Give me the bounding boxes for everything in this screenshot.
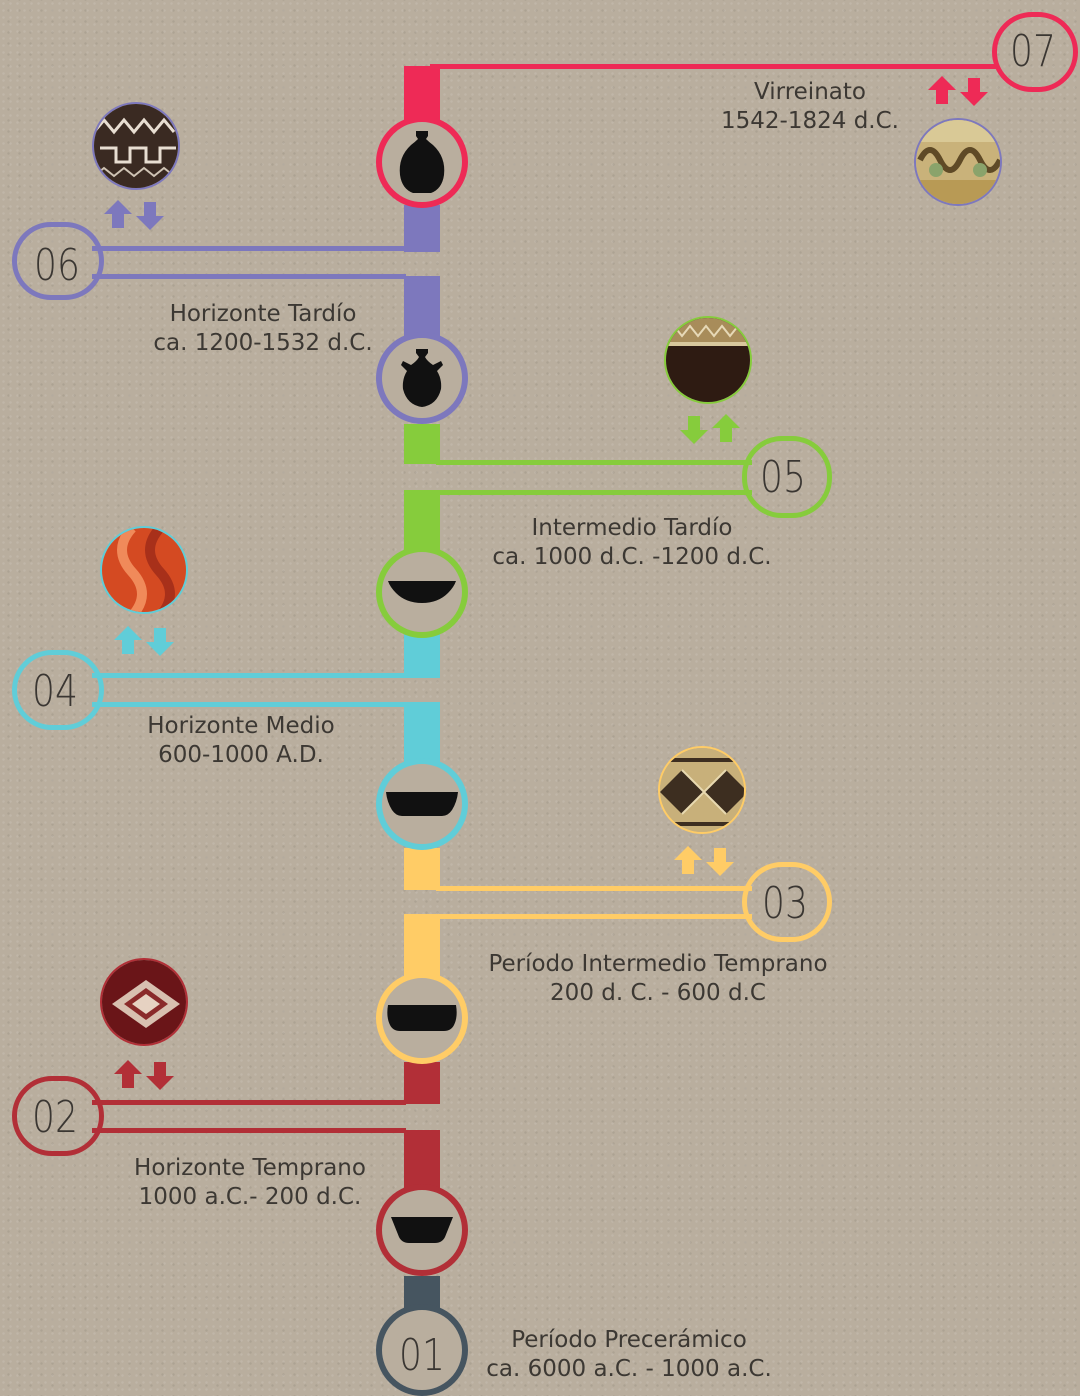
- branch-line-02a: [92, 1100, 406, 1105]
- period-label-05: Intermedio Tardío ca. 1000 d.C. -1200 d.…: [472, 514, 792, 572]
- bowl-icon: [388, 581, 456, 603]
- textile-thumbnail-03[interactable]: [658, 746, 746, 834]
- node-01[interactable]: 01: [376, 1304, 468, 1396]
- jar-icon: [399, 131, 445, 193]
- branch-line-04b: [92, 702, 406, 707]
- period-dates-01: ca. 6000 a.C. - 1000 a.C.: [486, 1356, 772, 1382]
- period-label-07: Virreinato 1542-1824 d.C.: [700, 78, 920, 136]
- period-name-03: Período Intermedio Temprano: [488, 951, 828, 977]
- textile-thumbnail-07[interactable]: [914, 118, 1002, 206]
- period-label-03: Período Intermedio Temprano 200 d. C. - …: [458, 950, 858, 1008]
- spine-segment-06-top: [404, 205, 440, 252]
- spine-segment-04: [404, 702, 440, 764]
- period-label-02: Horizonte Temprano 1000 a.C.- 200 d.C.: [106, 1154, 394, 1212]
- period-number-01: 01: [399, 1330, 445, 1381]
- period-name-05: Intermedio Tardío: [531, 515, 733, 541]
- branch-pill-05: [742, 436, 832, 518]
- spine-segment-06: [404, 276, 440, 342]
- period-name-01: Período Precerámico: [511, 1327, 747, 1353]
- period-number-07: 07: [1010, 26, 1056, 77]
- spine-segment-02-top: [404, 1062, 440, 1104]
- textile-thumbnail-04[interactable]: [100, 526, 188, 614]
- branch-line-02b: [92, 1128, 406, 1133]
- branch-line-03a: [436, 886, 752, 891]
- period-name-07: Virreinato: [754, 79, 866, 105]
- branch-line-03b: [436, 914, 752, 919]
- period-number-06: 06: [34, 240, 80, 291]
- period-dates-07: 1542-1824 d.C.: [721, 108, 899, 134]
- branch-pill-04: [12, 650, 104, 730]
- branch-line-04a: [92, 673, 406, 678]
- node-07[interactable]: [376, 116, 468, 208]
- period-name-02: Horizonte Temprano: [134, 1155, 366, 1181]
- period-label-01: Período Precerámico ca. 6000 a.C. - 1000…: [470, 1326, 788, 1384]
- period-dates-04: 600-1000 A.D.: [158, 742, 324, 768]
- node-03[interactable]: [376, 972, 468, 1064]
- up-down-arrows-icon-02[interactable]: [110, 1058, 180, 1092]
- jar-icon: [401, 349, 443, 407]
- node-04[interactable]: [376, 758, 468, 850]
- up-down-arrows-icon-07[interactable]: [924, 74, 994, 108]
- spine-segment-03: [404, 914, 440, 976]
- node-06[interactable]: [376, 332, 468, 424]
- bowl-icon: [386, 792, 458, 816]
- branch-line-07: [430, 64, 998, 69]
- bowl-icon: [391, 1217, 453, 1243]
- up-down-arrows-icon-06[interactable]: [100, 198, 170, 232]
- branch-pill-07: [992, 12, 1078, 92]
- period-name-06: Horizonte Tardío: [169, 301, 357, 327]
- branch-pill-06: [12, 222, 104, 300]
- branch-line-06b: [92, 274, 406, 279]
- period-label-06: Horizonte Tardío ca. 1200-1532 d.C.: [130, 300, 396, 358]
- branch-line-05a: [436, 460, 752, 465]
- spine-segment-03-top: [404, 848, 440, 890]
- bowl-icon: [387, 1005, 457, 1031]
- period-name-04: Horizonte Medio: [147, 713, 335, 739]
- spine-segment-04-top: [404, 634, 440, 678]
- spine-segment-05: [404, 490, 440, 552]
- node-02[interactable]: [376, 1184, 468, 1276]
- textile-thumbnail-06[interactable]: [92, 102, 180, 190]
- period-number-05: 05: [760, 452, 806, 503]
- node-05[interactable]: [376, 546, 468, 638]
- period-dates-02: 1000 a.C.- 200 d.C.: [138, 1184, 362, 1210]
- up-down-arrows-icon-03[interactable]: [670, 844, 740, 878]
- branch-pill-03: [742, 862, 832, 942]
- period-number-04: 04: [32, 666, 78, 717]
- textile-thumbnail-02[interactable]: [100, 958, 188, 1046]
- branch-line-05b: [436, 490, 752, 495]
- spine-segment-05-top: [404, 424, 440, 464]
- period-label-04: Horizonte Medio 600-1000 A.D.: [112, 712, 370, 770]
- spine-segment-02: [404, 1130, 440, 1190]
- up-down-arrows-icon-05[interactable]: [676, 412, 746, 446]
- branch-pill-02: [12, 1076, 104, 1156]
- period-number-03: 03: [762, 878, 808, 929]
- branch-line-06a: [92, 246, 406, 251]
- textile-thumbnail-05[interactable]: [664, 316, 752, 404]
- period-dates-05: ca. 1000 d.C. -1200 d.C.: [492, 544, 772, 570]
- period-dates-03: 200 d. C. - 600 d.C: [550, 980, 766, 1006]
- period-number-02: 02: [32, 1092, 78, 1143]
- up-down-arrows-icon-04[interactable]: [110, 624, 180, 658]
- period-dates-06: ca. 1200-1532 d.C.: [153, 330, 373, 356]
